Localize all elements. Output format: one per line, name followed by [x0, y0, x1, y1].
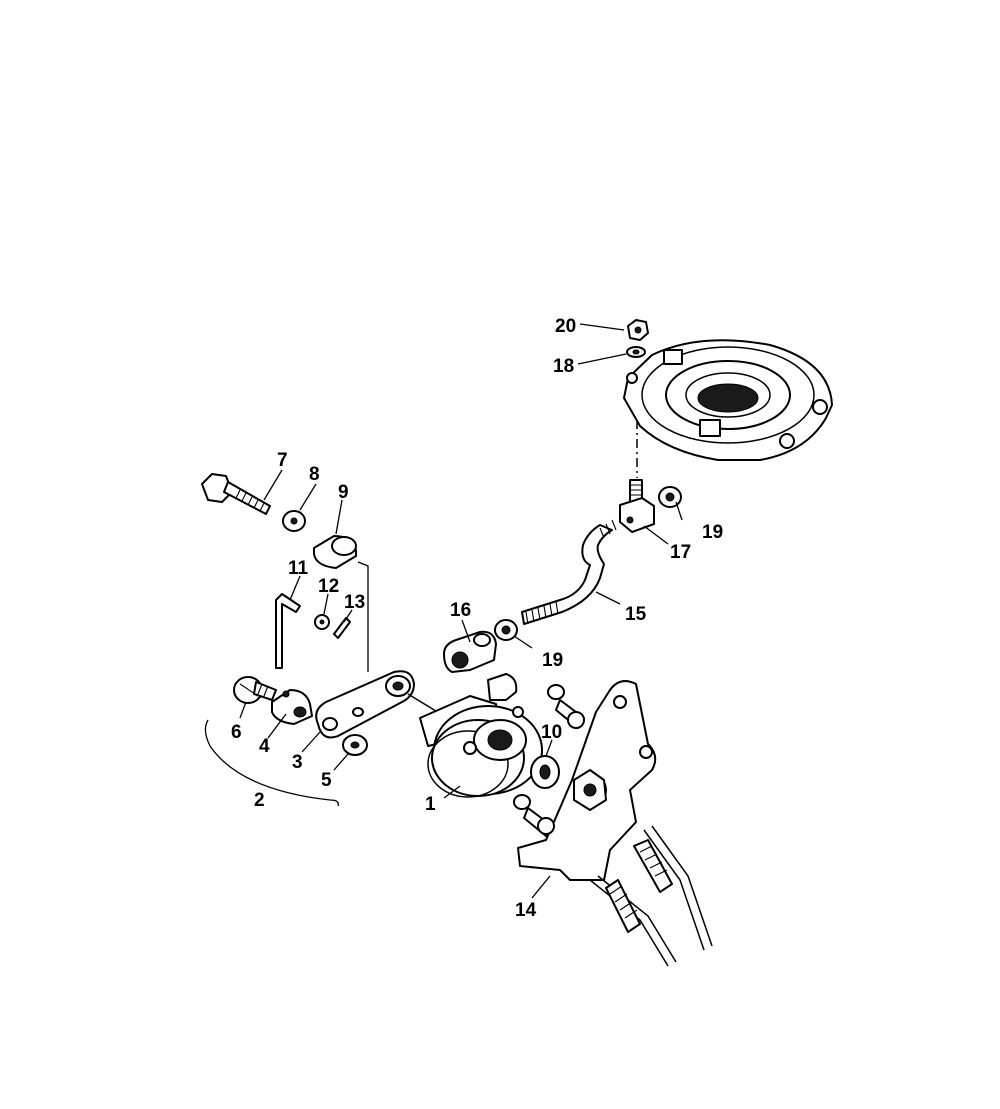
bolt-7	[201, 473, 271, 515]
callout-7: 7	[277, 450, 288, 471]
callout-16: 16	[450, 600, 471, 621]
throttle-cables	[589, 825, 713, 967]
pin-11	[275, 593, 301, 669]
callout-17: 17	[670, 542, 691, 563]
callout-19-lower: 19	[542, 650, 563, 671]
callout-13: 13	[344, 592, 365, 613]
callout-8: 8	[309, 464, 320, 485]
bracket-screw-upper	[547, 684, 585, 729]
callout-11: 11	[288, 558, 309, 579]
nut-19-lower	[494, 619, 518, 641]
washer-12	[314, 614, 330, 630]
callout-9: 9	[338, 482, 349, 503]
spacer-9	[313, 535, 357, 569]
callout-12: 12	[318, 576, 339, 597]
screw-6	[233, 676, 277, 704]
callout-2: 2	[254, 790, 265, 811]
governor-pulley-1	[419, 673, 543, 798]
callout-15: 15	[625, 604, 647, 625]
washer-10	[530, 755, 560, 789]
group-bracket-2	[204, 719, 339, 807]
ball-joint-4	[271, 689, 313, 725]
nut-19-upper	[658, 486, 682, 508]
bracket-screw-lower	[513, 794, 555, 837]
callout-18: 18	[553, 356, 574, 377]
callout-5: 5	[321, 770, 332, 791]
callout-6: 6	[231, 722, 242, 743]
lever-3	[315, 670, 445, 739]
washer-5	[342, 734, 368, 756]
elbow-fitting-17	[619, 479, 655, 533]
callout-4: 4	[259, 736, 270, 757]
callout-10: 10	[541, 722, 562, 743]
cotter-pin-13	[333, 617, 351, 639]
callout-20: 20	[555, 316, 576, 337]
callout-3: 3	[292, 752, 303, 773]
washer-8	[282, 510, 306, 532]
fitting-16	[443, 630, 497, 673]
callout-14: 14	[515, 900, 537, 921]
washer-18	[626, 346, 646, 358]
callout-19-upper: 19	[702, 522, 723, 543]
nut-20	[627, 319, 649, 341]
bearing-housing-plate	[623, 339, 833, 461]
oil-tube-15	[521, 519, 617, 625]
leader-lines	[239, 323, 683, 899]
callout-1: 1	[425, 794, 436, 815]
